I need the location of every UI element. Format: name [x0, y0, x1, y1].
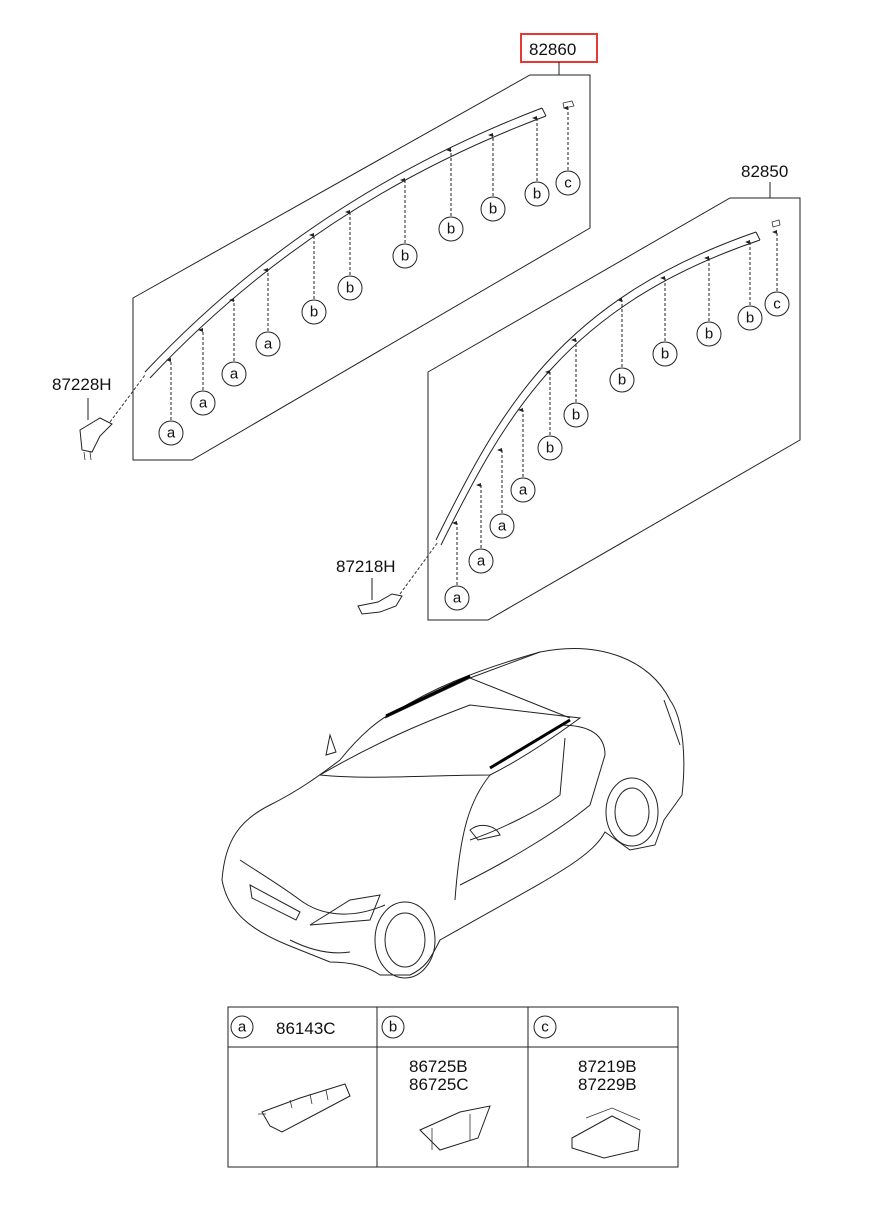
legend-letter-b: b — [389, 1019, 397, 1036]
legend-cell-b: b 86725B 86725C — [381, 1015, 491, 1151]
clip-circle — [537, 435, 563, 461]
clip-circle — [468, 548, 494, 574]
clip-callout-a: a — [255, 268, 281, 357]
clip-letter: b — [447, 221, 455, 238]
clip-callouts: a a a a b b b b b b c a a a a b b b b b b c — [158, 106, 790, 611]
clip-letter: a — [453, 590, 462, 607]
legend-part-c2: 87229B — [578, 1075, 637, 1094]
panel-roof-left: 82860 — [132, 33, 598, 461]
clip-letter: b — [346, 280, 354, 297]
legend-part-b1: 86725B — [409, 1057, 468, 1076]
panel-roof-right: 82850 — [427, 162, 801, 621]
clip-circle — [737, 305, 763, 331]
clip-callout-a: a — [489, 448, 515, 539]
end-piece-right: 87218H — [336, 541, 439, 615]
legend-part-a: 86143C — [276, 1019, 336, 1038]
clip-letter: c — [564, 175, 572, 192]
clip-circle — [255, 331, 281, 357]
clip-circle — [444, 585, 470, 611]
clip-circle — [438, 216, 464, 242]
clip-letter: b — [533, 186, 541, 203]
clip-circle — [609, 367, 635, 393]
clip-callout-b: b — [609, 298, 635, 393]
clip-circle — [337, 275, 363, 301]
clip-callout-b: b — [337, 210, 363, 301]
clip-circle — [190, 390, 216, 416]
clip-callout-b: b — [737, 240, 763, 331]
clip-letter: b — [618, 372, 626, 389]
clip-letter: a — [477, 553, 486, 570]
legend-part-b2: 86725C — [409, 1075, 469, 1094]
clip-letter: a — [498, 518, 507, 535]
clip-letter: b — [546, 440, 554, 457]
clip-circle — [764, 291, 790, 317]
clip-callout-a: a — [158, 358, 184, 446]
clip-letter: b — [310, 304, 318, 321]
part-label-87218H[interactable]: 87218H — [336, 557, 396, 576]
legend-table: a 86143C b 86725B 86725C c 87219B 87229B — [227, 1006, 679, 1168]
car-illustration — [221, 648, 685, 979]
clip-circle — [392, 243, 418, 269]
legend-cell-a: a 86143C — [230, 1015, 351, 1133]
part-label-82860[interactable]: 82860 — [529, 40, 576, 59]
clip-letter: c — [773, 296, 781, 313]
clip-letter: b — [489, 201, 497, 218]
legend-letter-a: a — [238, 1019, 247, 1036]
part-label-82850[interactable]: 82850 — [741, 162, 788, 181]
clip-callout-a: a — [221, 298, 247, 387]
clip-callout-b: b — [652, 276, 678, 367]
clip-callout-b: b — [696, 256, 722, 347]
clip-letter: a — [167, 425, 176, 442]
clip-circle — [510, 477, 536, 503]
legend-part-c1: 87219B — [578, 1057, 637, 1076]
legend-cell-c: c 87219B 87229B — [533, 1015, 641, 1159]
clip-circle — [489, 513, 515, 539]
clip-callout-b: b — [392, 178, 418, 269]
end-piece-left: 87228H — [52, 374, 146, 461]
clip-circle — [696, 321, 722, 347]
clip-circle — [555, 170, 581, 196]
clip-callout-b: b — [480, 133, 506, 222]
part-label-87228H[interactable]: 87228H — [52, 375, 112, 394]
roof-molding-left-highlight — [385, 674, 471, 718]
clip-letter: b — [746, 310, 754, 327]
clip-circle — [563, 402, 589, 428]
clip-callout-a: a — [444, 521, 470, 611]
clip-callout-b: b — [438, 148, 464, 242]
clip-callout-b: b — [524, 116, 550, 207]
clip-letter: b — [401, 248, 409, 265]
clip-circle — [524, 181, 550, 207]
clip-letter: b — [661, 346, 669, 363]
clip-circle — [221, 361, 247, 387]
clip-circle — [652, 341, 678, 367]
clip-circle — [480, 196, 506, 222]
clip-letter: b — [705, 326, 713, 343]
roof-molding-right-highlight — [489, 718, 571, 770]
clip-letter: a — [199, 395, 208, 412]
clip-letter: a — [519, 482, 528, 499]
clip-circle — [158, 420, 184, 446]
clip-letter: a — [264, 336, 273, 353]
clip-callout-b: b — [301, 233, 327, 325]
clip-callout-c: c — [764, 230, 790, 317]
clip-callout-a: a — [190, 328, 216, 416]
legend-letter-c: c — [541, 1019, 549, 1036]
clip-letter: b — [572, 407, 580, 424]
clip-callout-a: a — [510, 408, 536, 503]
clip-callout-c: c — [555, 106, 581, 196]
clip-callout-b: b — [537, 370, 563, 461]
clip-letter: a — [230, 366, 239, 383]
clip-callout-a: a — [468, 483, 494, 574]
clip-circle — [301, 299, 327, 325]
clip-callout-b: b — [563, 338, 589, 428]
